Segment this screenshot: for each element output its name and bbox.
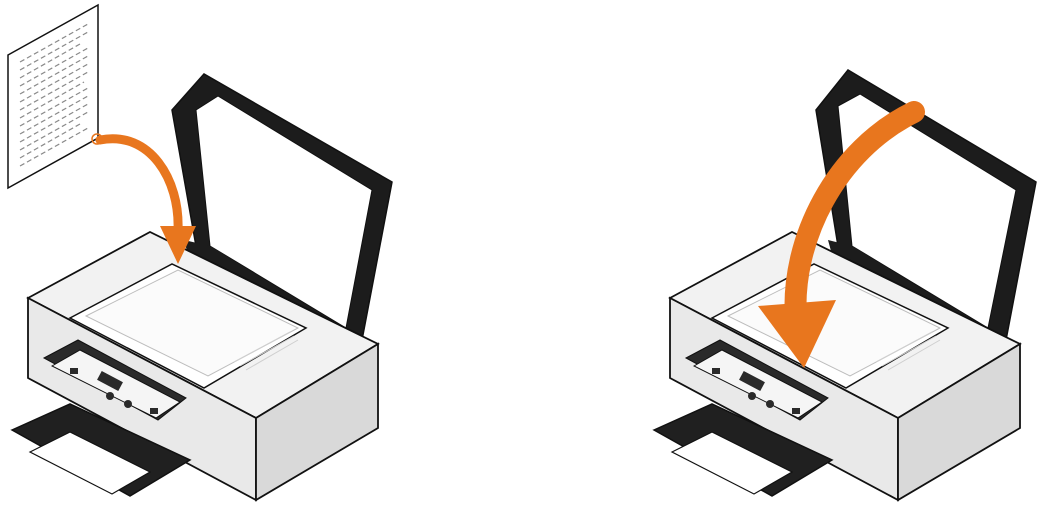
printer-icon xyxy=(654,70,1036,500)
printer-open-lid-illustration xyxy=(0,0,400,511)
step-close-lid xyxy=(640,0,1042,511)
step-place-document xyxy=(0,0,400,511)
document-icon xyxy=(8,5,102,188)
printer-close-lid-illustration xyxy=(640,0,1042,511)
